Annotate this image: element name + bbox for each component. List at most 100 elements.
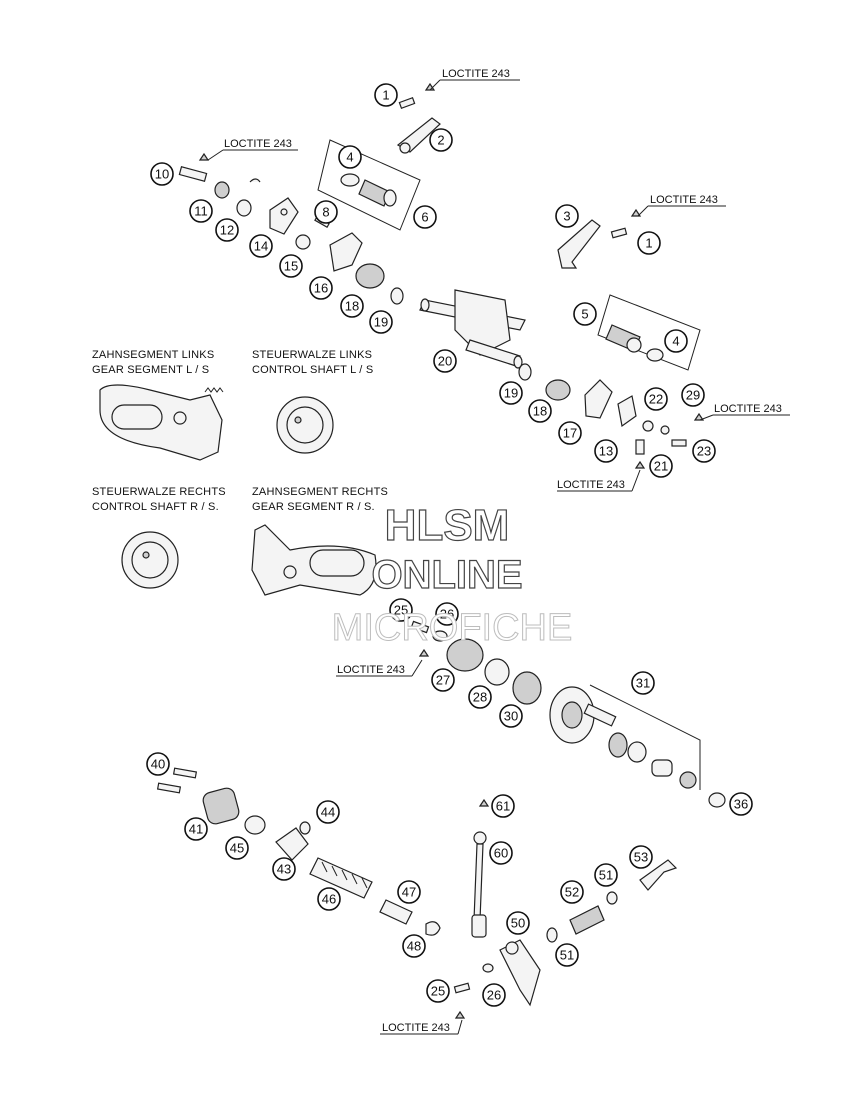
part-callout: 53: [629, 845, 653, 869]
svg-text:31: 31: [636, 676, 650, 691]
part-callout: 41: [184, 817, 208, 841]
loctite-note: LOCTITE 243: [442, 68, 510, 80]
shift-drum-assembly: [156, 767, 441, 936]
part-callout: 10: [150, 162, 174, 186]
gear-segment-right-sketch: [251, 524, 377, 596]
svg-text:25: 25: [394, 603, 408, 618]
shaft-assembly-box-right: [597, 294, 701, 371]
part-callout: 51: [594, 863, 618, 887]
svg-text:61: 61: [496, 799, 510, 814]
part-callout: 26: [482, 983, 506, 1007]
loctite-note: LOCTITE 243: [650, 194, 718, 206]
svg-text:25: 25: [431, 984, 445, 999]
part-callout: 23: [692, 439, 716, 463]
svg-text:44: 44: [321, 805, 335, 820]
shaft-assembly-box-left: [317, 139, 421, 231]
svg-text:13: 13: [599, 444, 613, 459]
svg-text:40: 40: [151, 757, 165, 772]
part-callout: 1: [637, 231, 661, 255]
svg-text:26: 26: [440, 607, 454, 622]
svg-text:48: 48: [407, 939, 421, 954]
part-callout: 61: [491, 794, 515, 818]
part-callout: 36: [729, 792, 753, 816]
part-callout: 12: [215, 218, 239, 242]
part-callout: 4: [338, 145, 362, 169]
part-callout: 18: [528, 399, 552, 423]
caption-gear-segment-left-de: ZAHNSEGMENT LINKS: [92, 349, 214, 361]
svg-text:19: 19: [374, 315, 388, 330]
loctite-note: LOCTITE 243: [714, 403, 782, 415]
svg-text:14: 14: [254, 239, 268, 254]
part-callout: 6: [413, 205, 437, 229]
part-callout: 22: [644, 387, 668, 411]
part-callout: 19: [369, 310, 393, 334]
kickstart-gear-assembly: [410, 620, 726, 808]
reference-captions: ZAHNSEGMENT LINKS GEAR SEGMENT L / S STE…: [92, 349, 388, 513]
part-callout: 48: [402, 934, 426, 958]
part-callout: 13: [594, 439, 618, 463]
part-callout: 31: [631, 671, 655, 695]
caption-gear-segment-left-en: GEAR SEGMENT L / S: [92, 364, 209, 376]
part-callout: 27: [431, 668, 455, 692]
part-callout: 1: [374, 83, 398, 107]
part-callout: 15: [279, 254, 303, 278]
loctite-note: LOCTITE 243: [557, 479, 625, 491]
part-callout: 46: [317, 887, 341, 911]
part-callout: 30: [499, 704, 523, 728]
svg-text:53: 53: [634, 850, 648, 865]
caption-gear-segment-right-de: ZAHNSEGMENT RECHTS: [252, 486, 388, 498]
svg-text:3: 3: [563, 209, 570, 224]
part-callout: 3: [555, 204, 579, 228]
watermark-line-1: HLSM: [385, 501, 510, 550]
caption-control-shaft-left-en: CONTROL SHAFT L / S: [252, 364, 373, 376]
svg-text:21: 21: [654, 459, 668, 474]
svg-text:27: 27: [436, 673, 450, 688]
part-callout: 47: [397, 880, 421, 904]
part-callout: 44: [316, 800, 340, 824]
svg-text:60: 60: [494, 846, 508, 861]
right-lower-parts: [518, 363, 705, 469]
loctite-note: LOCTITE 243: [337, 664, 405, 676]
part-callout: 45: [225, 836, 249, 860]
part-callout: 25: [426, 979, 450, 1003]
part-callout: 60: [489, 841, 513, 865]
svg-text:1: 1: [645, 236, 652, 251]
watermark: HLSM ONLINE MICROFICHE: [331, 500, 573, 649]
control-shaft-right-sketch: [121, 531, 179, 589]
svg-text:2: 2: [437, 133, 444, 148]
selector-small-parts: [178, 152, 404, 305]
svg-text:45: 45: [230, 841, 244, 856]
svg-text:43: 43: [277, 862, 291, 877]
part-callout: 43: [272, 857, 296, 881]
part-callouts: 1 2 4 6 10 11 12 14 8 15 16 18 19 3 1 5 …: [146, 83, 753, 1007]
svg-text:51: 51: [599, 868, 613, 883]
caption-control-shaft-left-de: STEUERWALZE LINKS: [252, 349, 372, 361]
svg-text:16: 16: [314, 281, 328, 296]
control-shaft-left-sketch: [276, 396, 334, 454]
svg-text:36: 36: [734, 797, 748, 812]
part-callout: 5: [573, 302, 597, 326]
shift-lever-right: [557, 208, 642, 269]
caption-control-shaft-right-en: CONTROL SHAFT R / S.: [92, 501, 219, 513]
svg-text:28: 28: [473, 690, 487, 705]
svg-text:19: 19: [504, 386, 518, 401]
part-callout: 11: [189, 199, 213, 223]
loctite-note: LOCTITE 243: [382, 1022, 450, 1034]
part-callout: 14: [249, 234, 273, 258]
part-callout: 40: [146, 752, 170, 776]
svg-text:29: 29: [686, 388, 700, 403]
part-callout: 8: [314, 200, 338, 224]
svg-text:50: 50: [511, 916, 525, 931]
leader-lines: [207, 79, 790, 1035]
svg-text:51: 51: [560, 948, 574, 963]
svg-text:15: 15: [284, 259, 298, 274]
part-callout: 50: [506, 911, 530, 935]
caption-gear-segment-right-en: GEAR SEGMENT R / S.: [252, 501, 375, 513]
part-callout: 20: [433, 349, 457, 373]
svg-text:20: 20: [438, 354, 452, 369]
shift-shaft-assembly: [453, 798, 678, 1019]
svg-text:18: 18: [533, 404, 547, 419]
svg-text:30: 30: [504, 709, 518, 724]
svg-text:47: 47: [402, 885, 416, 900]
